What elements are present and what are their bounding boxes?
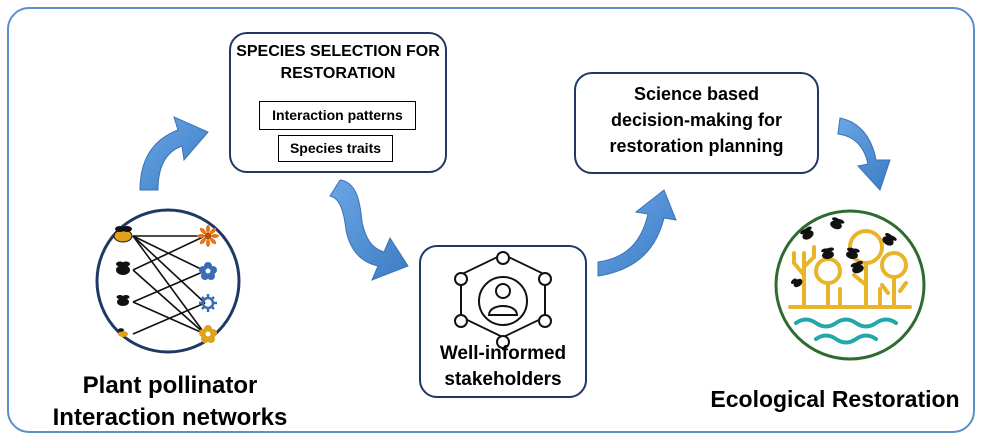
species-selection-title-line2: RESTORATION [280,65,396,82]
pollinator-icons [113,226,133,337]
arrow-selection-to-stakeholders [329,179,409,281]
stakeholders-line2: stakeholders [444,369,562,390]
species-selection-box: SPECIES SELECTION FOR RESTORATION Intera… [229,32,447,173]
science-line1: Science based [633,84,760,104]
restoration-circle [774,209,926,361]
water-icon [794,317,898,345]
tree-icons [788,229,912,309]
stakeholders-line1: Well-informed [439,343,567,364]
flower-icons [197,225,219,343]
arrow-network-to-selection [139,116,209,191]
arrow-stakeholders-to-science [597,189,677,277]
stakeholders-box: Well-informed stakeholders [419,245,587,398]
network-links [132,235,206,335]
species-selection-title-line1: SPECIES SELECTION FOR [236,43,440,60]
restoration-caption: Ecological Restoration [710,386,960,412]
science-line2: decision-making for [610,110,783,130]
arrow-science-to-restoration [837,117,891,191]
bee-icons [790,217,897,288]
interaction-patterns-box: Interaction patterns [259,101,416,130]
outer-frame [7,7,975,433]
stakeholder-network-icon [454,251,552,349]
species-traits-box: Species traits [278,135,393,162]
network-caption-line1: Plant pollinator [82,372,258,399]
network-caption-line2: Interaction networks [52,404,288,431]
science-line3: restoration planning [609,136,784,156]
network-circle [95,208,241,354]
science-decision-box: Science based decision-making for restor… [574,72,819,174]
